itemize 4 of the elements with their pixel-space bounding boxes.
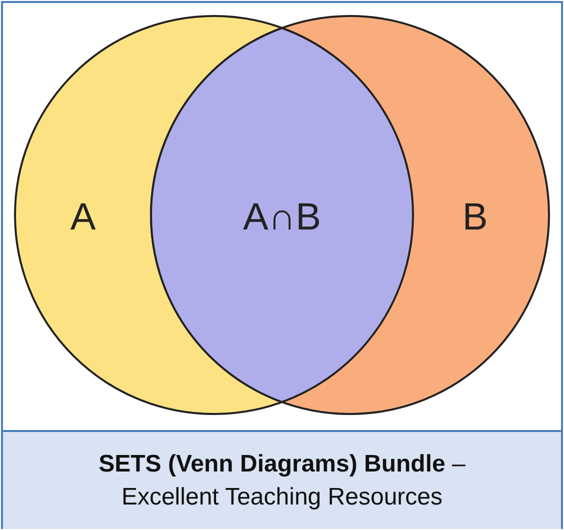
set-label: A∩B xyxy=(243,196,321,240)
set-label: A xyxy=(70,196,96,240)
set-label: B xyxy=(462,196,488,240)
caption-text: SETS (Venn Diagrams) Bundle – Excellent Teaching Resources xyxy=(98,448,466,512)
